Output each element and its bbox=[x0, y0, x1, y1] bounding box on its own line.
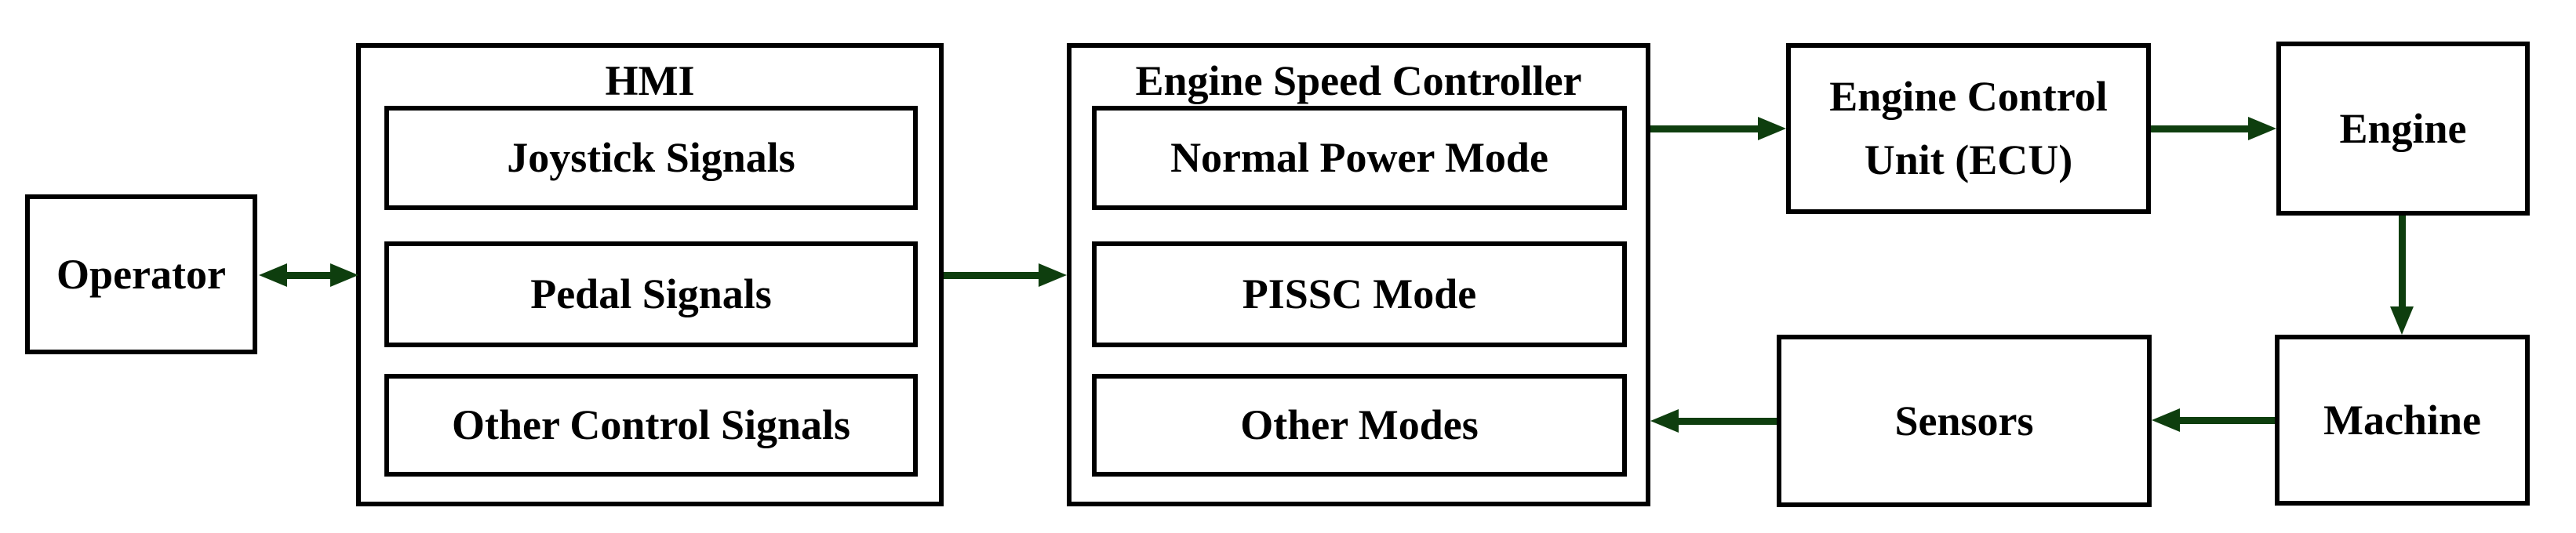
arrow-shaft bbox=[2399, 216, 2406, 309]
sensors-node: Sensors bbox=[1777, 335, 2152, 507]
normal-power-mode-node: Normal Power Mode bbox=[1092, 106, 1627, 210]
arrowhead-right-icon bbox=[2248, 117, 2276, 140]
hmi-title: HMI bbox=[605, 57, 695, 104]
pedal-signals-label: Pedal Signals bbox=[530, 270, 772, 318]
arrowhead-down-icon bbox=[2390, 306, 2414, 335]
pissc-mode-label: PISSC Mode bbox=[1242, 270, 1477, 318]
arrowhead-left-icon bbox=[1650, 409, 1679, 433]
arrow-shaft bbox=[944, 272, 1041, 279]
normal-power-mode-label: Normal Power Mode bbox=[1170, 134, 1548, 182]
pissc-mode-node: PISSC Mode bbox=[1092, 241, 1627, 347]
engine-node: Engine bbox=[2276, 42, 2530, 216]
arrow-shaft bbox=[2151, 125, 2250, 132]
arrow-shaft bbox=[1676, 418, 1777, 425]
arrowhead-right-icon bbox=[1039, 263, 1067, 287]
arrowhead-right-icon bbox=[1758, 117, 1786, 140]
ecu-node: Engine Control Unit (ECU) bbox=[1786, 43, 2151, 214]
joystick-signals-label: Joystick Signals bbox=[507, 134, 795, 182]
other-control-signals-node: Other Control Signals bbox=[384, 374, 918, 477]
sensors-label: Sensors bbox=[1894, 397, 2034, 444]
engine-label: Engine bbox=[2339, 104, 2467, 152]
other-control-signals-label: Other Control Signals bbox=[451, 401, 851, 449]
engine-speed-controller-node: Engine Speed Controller Normal Power Mod… bbox=[1067, 43, 1650, 506]
ecu-label-line1: Engine Control bbox=[1829, 73, 2108, 120]
operator-node: Operator bbox=[25, 194, 257, 354]
arrow-shaft bbox=[282, 272, 335, 279]
arrow-shaft bbox=[1650, 125, 1760, 132]
ecu-label-line2: Unit (ECU) bbox=[1864, 136, 2073, 183]
ecu-label: Engine Control Unit (ECU) bbox=[1829, 65, 2108, 192]
machine-label: Machine bbox=[2323, 396, 2481, 444]
other-modes-node: Other Modes bbox=[1092, 374, 1627, 477]
arrow-shaft bbox=[2178, 417, 2275, 424]
arrowhead-left-icon bbox=[2152, 408, 2180, 432]
arrowhead-right-icon bbox=[330, 263, 358, 287]
joystick-signals-node: Joystick Signals bbox=[384, 106, 918, 210]
hmi-node: HMI Joystick Signals Pedal Signals Other… bbox=[356, 43, 944, 506]
engine-speed-controller-title: Engine Speed Controller bbox=[1135, 57, 1582, 104]
machine-node: Machine bbox=[2275, 335, 2530, 506]
pedal-signals-node: Pedal Signals bbox=[384, 241, 918, 347]
operator-label: Operator bbox=[56, 250, 226, 298]
other-modes-label: Other Modes bbox=[1240, 401, 1479, 449]
